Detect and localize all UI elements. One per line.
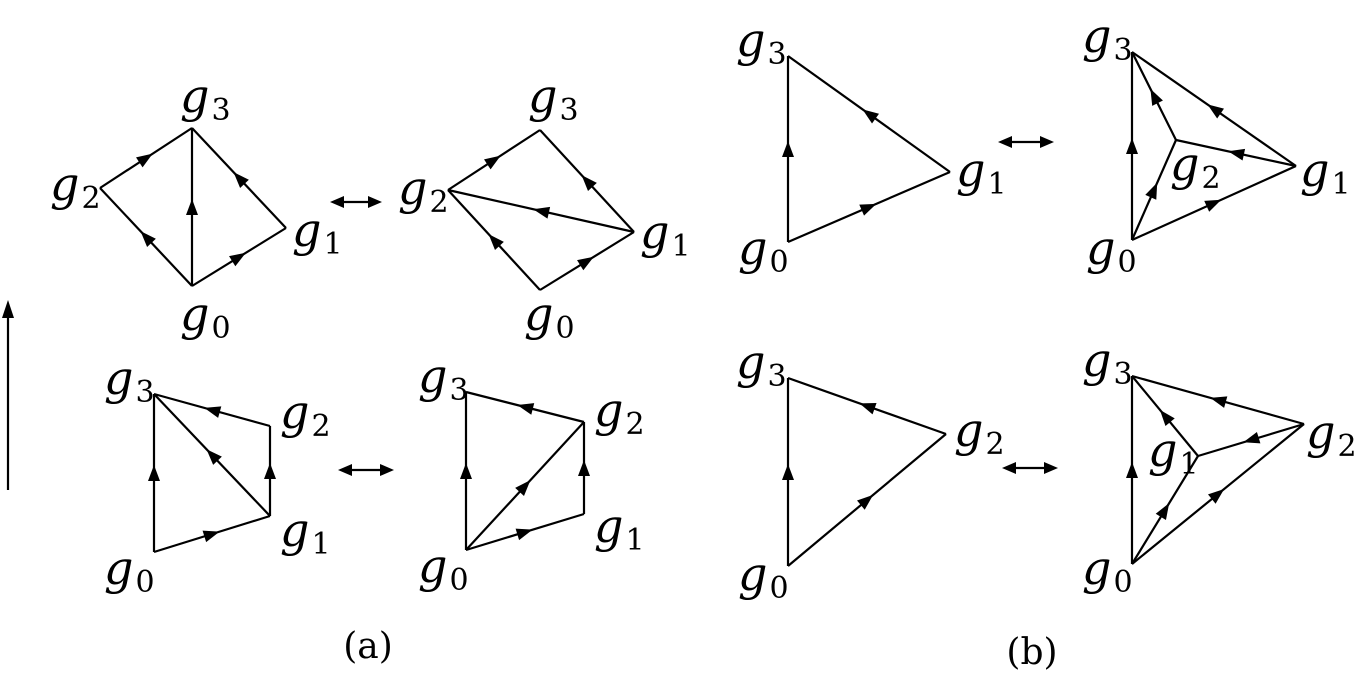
vertex-labels: g3 g2 g1 g0 g3 g2 g1 g0 g3 g2 g1 g0 g3 g2 g1 g0 g3 g1 g0 g3…	[50, 9, 1357, 606]
edge-arrowhead	[1243, 431, 1261, 444]
vertex-label-g0: g0	[180, 287, 231, 346]
caption-a: (a)	[343, 626, 393, 667]
vertex-label-g3: g3	[418, 349, 469, 408]
vertex-label-g3: g3	[104, 351, 155, 410]
edge-arrowheads	[136, 88, 1261, 543]
equivalence-arrow-a-bottom	[338, 464, 394, 476]
edge-arrowhead	[533, 206, 551, 219]
vertex-label-g0: g0	[524, 287, 575, 346]
edge-arrowhead	[517, 403, 535, 415]
edge-arrowhead	[204, 406, 222, 418]
vertex-label-g1: g1	[594, 499, 645, 558]
edge-arrowhead	[782, 141, 794, 157]
equivalence-arrow-b-top	[998, 136, 1054, 148]
edge-arrowhead	[782, 464, 794, 480]
vertex-label-g1: g1	[640, 205, 691, 264]
equivalence-arrows	[330, 136, 1058, 476]
vertex-label-g2: g2	[398, 161, 449, 220]
diagram-b-top-left	[786, 55, 951, 244]
edge-arrowhead	[206, 449, 222, 465]
vertex-label-g0: g0	[738, 221, 789, 280]
edge-arrowhead	[1208, 488, 1225, 504]
edge-arrowhead	[578, 460, 590, 476]
move-direction-arrowhead	[2, 300, 14, 318]
edge-arrowhead	[1204, 199, 1222, 212]
equivalence-arrow-a-top	[330, 196, 382, 208]
vertex-label-g3: g3	[736, 335, 787, 394]
edge-arrowhead	[857, 494, 874, 510]
vertex-label-g1: g1	[956, 143, 1007, 202]
diagram-a-bottom-right	[464, 390, 586, 552]
edge-arrowhead	[229, 252, 246, 267]
edge-arrowhead	[1155, 503, 1170, 520]
vertex-label-g2: g2	[280, 385, 331, 444]
edge-arrowhead	[1126, 462, 1138, 478]
edge-arrowhead	[859, 403, 877, 415]
vertex-label-g3: g3	[1082, 333, 1133, 392]
edge-arrowhead	[1210, 396, 1228, 408]
vertex-label-g0: g0	[104, 541, 155, 600]
vertex-label-g2: g2	[1306, 405, 1357, 464]
vertex-label-g1: g1	[280, 503, 331, 562]
edge-arrowhead	[488, 234, 504, 250]
vertex-label-g2: g2	[594, 383, 645, 442]
vertex-label-g0: g0	[418, 539, 469, 598]
vertex-label-g3: g3	[736, 13, 787, 72]
vertex-label-g1: g1	[1148, 423, 1199, 482]
edge-arrowhead	[484, 155, 501, 170]
vertex-label-g2: g2	[50, 157, 101, 216]
edge-arrowhead	[264, 463, 276, 479]
vertex-label-g1: g1	[292, 203, 343, 262]
edge-arrowhead	[577, 256, 594, 271]
vertex-label-g1: g1	[1300, 143, 1351, 202]
vertex-label-g2: g2	[954, 403, 1005, 462]
vertex-label-g2: g2	[1170, 137, 1221, 196]
edge-arrowhead	[186, 199, 198, 215]
edge-arrowhead	[581, 175, 597, 191]
edge-arrowhead	[136, 153, 153, 168]
edge-arrowhead	[1159, 409, 1175, 426]
edge-arrowhead	[1207, 104, 1224, 119]
vertex-label-g0: g0	[1082, 541, 1133, 600]
vertex-label-g3: g3	[528, 69, 579, 128]
edge-arrowhead	[1126, 138, 1138, 154]
edge-arrowhead	[1228, 148, 1246, 161]
edge-arrowhead	[202, 530, 220, 543]
vertex-label-g0: g0	[1086, 221, 1137, 280]
equivalence-arrow-b-bottom	[1002, 462, 1058, 474]
vertex-label-g3: g3	[1082, 9, 1133, 68]
edge-arrowhead	[148, 465, 160, 481]
vertex-label-g0: g0	[738, 547, 789, 606]
diagram-b-top-right	[1130, 51, 1297, 242]
edge-arrowhead	[1150, 88, 1163, 106]
diagram-a-bottom-left	[152, 392, 272, 554]
edge-arrowhead	[460, 463, 472, 479]
edge-arrowhead	[515, 528, 533, 541]
edge-arrowhead	[140, 231, 156, 247]
edge-arrowhead	[233, 172, 249, 188]
edge-arrowhead	[515, 480, 531, 496]
edge-arrowhead	[862, 109, 879, 124]
edge-arrowhead	[859, 203, 877, 216]
caption-b: (b)	[1006, 632, 1057, 673]
vertex-label-g3: g3	[180, 69, 231, 128]
edge-arrowhead	[1145, 182, 1158, 200]
